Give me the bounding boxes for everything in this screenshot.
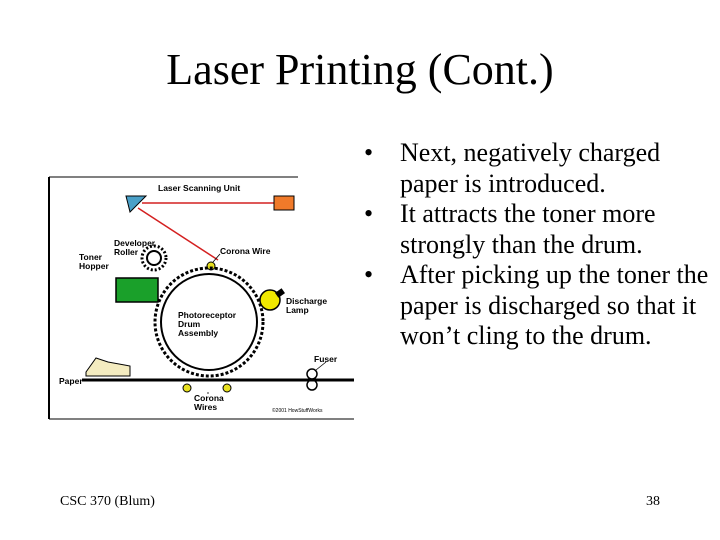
corona-wires-label-1: Corona [194, 393, 224, 403]
photoreceptor-label-1: Photoreceptor [178, 310, 237, 320]
developer-roller-inner [146, 250, 162, 266]
toner-hopper-label-1: Toner [79, 252, 103, 262]
fuser-roller-top [306, 368, 318, 380]
paper-label: Paper [59, 376, 83, 386]
toner-hopper-label-2: Hopper [79, 261, 109, 271]
scanner-mirror-icon [125, 195, 148, 213]
bullet-item: After picking up the toner the paper is … [364, 260, 714, 352]
bullet-item: Next, negatively charged paper is introd… [364, 138, 714, 199]
photoreceptor-label-3: Assembly [178, 328, 218, 338]
discharge-lamp-label-1: Discharge [286, 296, 327, 306]
developer-roller-gear [140, 244, 168, 272]
laser-printer-diagram-svg: Laser Scanning Unit Corona Wire Develope… [48, 176, 354, 420]
developer-roller-label-2: Roller [114, 247, 139, 257]
corona-wire-bottom-right-dot [222, 383, 232, 393]
corona-wire-label: Corona Wire [220, 246, 271, 256]
fuser-label: Fuser [314, 354, 338, 364]
corona-wires-label-2: Wires [194, 402, 217, 412]
corona-wire-pointer [212, 253, 221, 263]
slide-title: Laser Printing (Cont.) [166, 45, 554, 94]
bullet-list: Next, negatively charged paper is introd… [364, 138, 714, 352]
copyright-text: ©2001 HowStuffWorks [272, 407, 323, 414]
toner-hopper-box [115, 277, 159, 303]
corona-wire-bottom-left-dot [182, 383, 192, 393]
page-number: 38 [646, 494, 660, 509]
footer-course-label: CSC 370 (Blum) [60, 494, 155, 509]
photoreceptor-label-2: Drum [178, 319, 201, 329]
discharge-lamp-icon [259, 289, 281, 311]
discharge-lamp-base [275, 288, 285, 298]
photoreceptor-drum-inner [160, 273, 258, 371]
corona-wire-top-dot [206, 261, 216, 271]
laser-scanning-unit-label: Laser Scanning Unit [158, 183, 240, 193]
laser-source-box [273, 195, 295, 211]
laser-printer-diagram: Laser Scanning Unit Corona Wire Develope… [48, 176, 354, 420]
developer-roller-label-1: Developer [114, 238, 156, 248]
paper-tray-icon [85, 357, 131, 377]
laser-beam-diagonal [137, 207, 219, 261]
fuser-pointer [315, 361, 327, 371]
discharge-lamp-label-2: Lamp [286, 305, 309, 315]
bullet-item: It attracts the toner more strongly than… [364, 199, 714, 260]
photoreceptor-drum-outer [153, 266, 265, 378]
